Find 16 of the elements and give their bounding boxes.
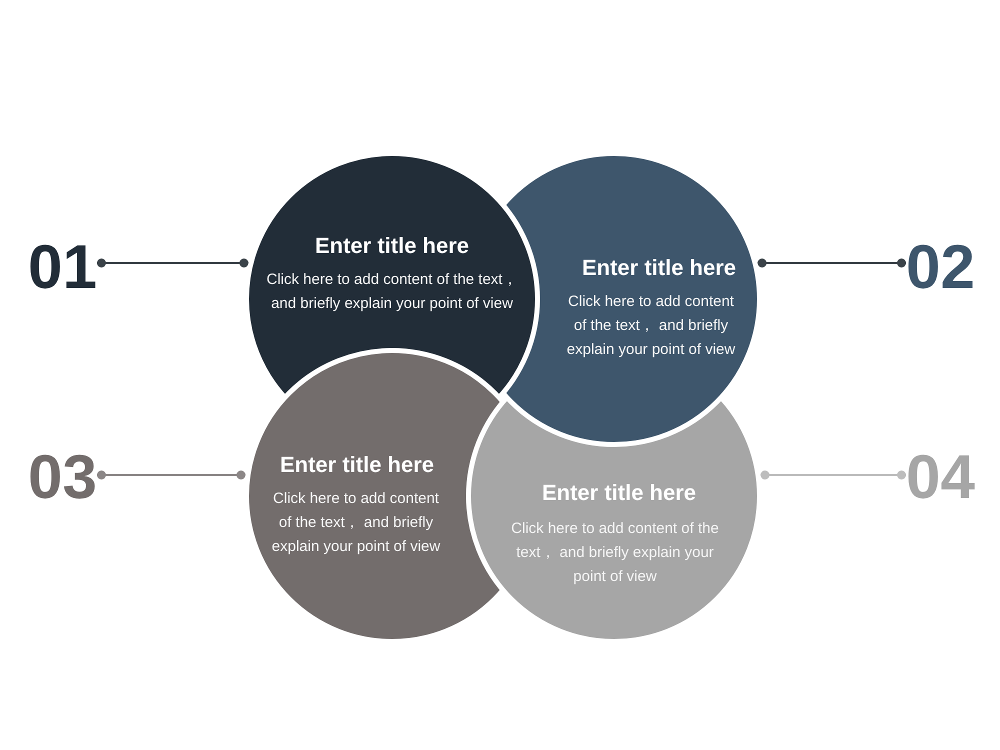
circle-title: Enter title here bbox=[542, 479, 696, 507]
leader-line bbox=[758, 258, 906, 268]
step-number: 02 bbox=[906, 237, 975, 299]
leader-line bbox=[96, 470, 246, 480]
leader-line bbox=[96, 258, 248, 268]
description-text: Click here to add content of the text， and briefly explain your point of view bbox=[266, 270, 518, 314]
circle-title: Enter title here bbox=[280, 451, 434, 479]
description-text: Click here to add content of the text， and briefly explain your point of view bbox=[270, 489, 442, 557]
leader-line bbox=[760, 470, 906, 480]
description-text: Click here to add content of the text， and briefly explain your point of view bbox=[510, 519, 720, 587]
circle-title: Enter title here bbox=[582, 254, 736, 282]
step-number: 04 bbox=[906, 447, 975, 509]
description-text: Click here to add content of the text， and briefly explain your point of view bbox=[566, 292, 736, 360]
step-number: 01 bbox=[28, 237, 97, 299]
step-number: 03 bbox=[28, 447, 97, 509]
circle-title: Enter title here bbox=[314, 232, 470, 260]
